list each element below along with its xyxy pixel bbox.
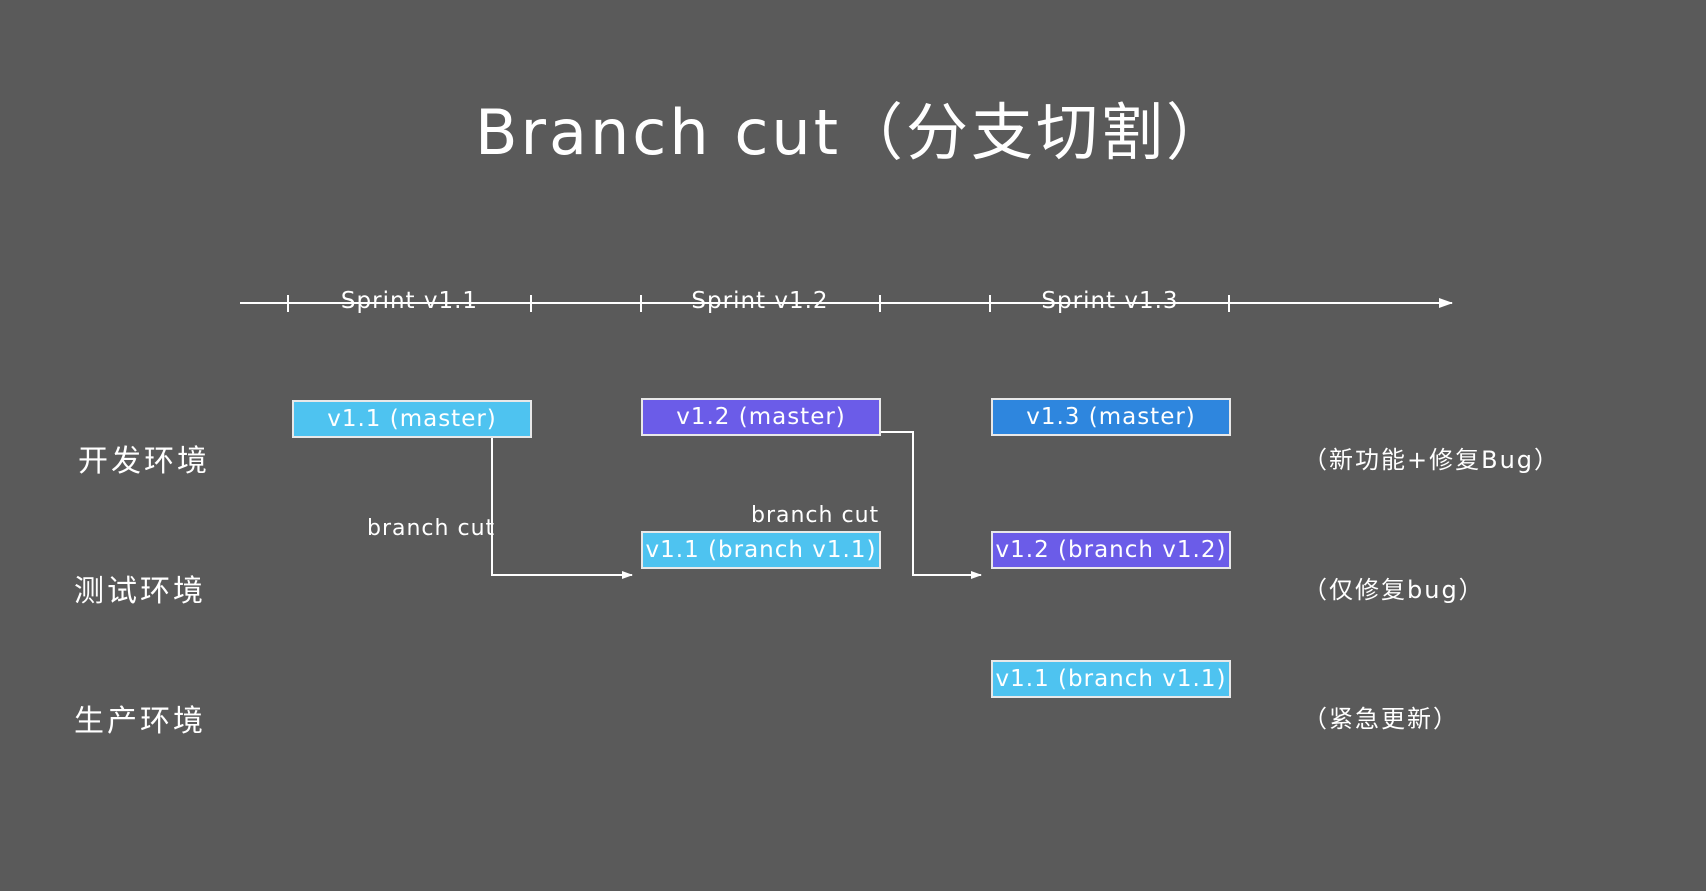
node-dev-v1-3-master[interactable]: v1.3 (master) [991,398,1231,436]
node-dev-v1-2-master[interactable]: v1.2 (master) [641,398,881,436]
node-test-v1-2-branch[interactable]: v1.2 (branch v1.2) [991,531,1231,569]
page-title: Branch cut（分支切割） [474,96,1232,169]
node-label: v1.1 (branch v1.1) [995,666,1227,692]
node-dev-v1-1-master[interactable]: v1.1 (master) [292,400,532,438]
row-label-dev: 开发环境 [78,444,210,479]
node-prod-v1-1-branch[interactable]: v1.1 (branch v1.1) [991,660,1231,698]
row-label-prod: 生产环境 [74,704,206,739]
connector-label-branch-cut-2: branch cut [751,503,880,528]
connector-label-branch-cut-1: branch cut [367,516,496,541]
node-label: v1.3 (master) [1026,404,1196,430]
sprint-label-v1-2: Sprint v1.2 [691,288,829,314]
node-label: v1.1 (master) [327,406,497,432]
annotation-dev: （新功能+修复Bug） [1303,446,1561,474]
node-label: v1.1 (branch v1.1) [645,537,877,563]
annotation-prod: （紧急更新） [1303,705,1459,733]
sprint-label-v1-1: Sprint v1.1 [340,288,479,314]
node-label: v1.2 (branch v1.2) [995,537,1227,563]
node-label: v1.2 (master) [676,404,846,430]
sprint-label-v1-3: Sprint v1.3 [1041,288,1179,314]
annotation-test: （仅修复bug） [1303,576,1485,604]
row-label-test: 测试环境 [74,574,206,609]
node-test-v1-1-branch[interactable]: v1.1 (branch v1.1) [641,531,881,569]
